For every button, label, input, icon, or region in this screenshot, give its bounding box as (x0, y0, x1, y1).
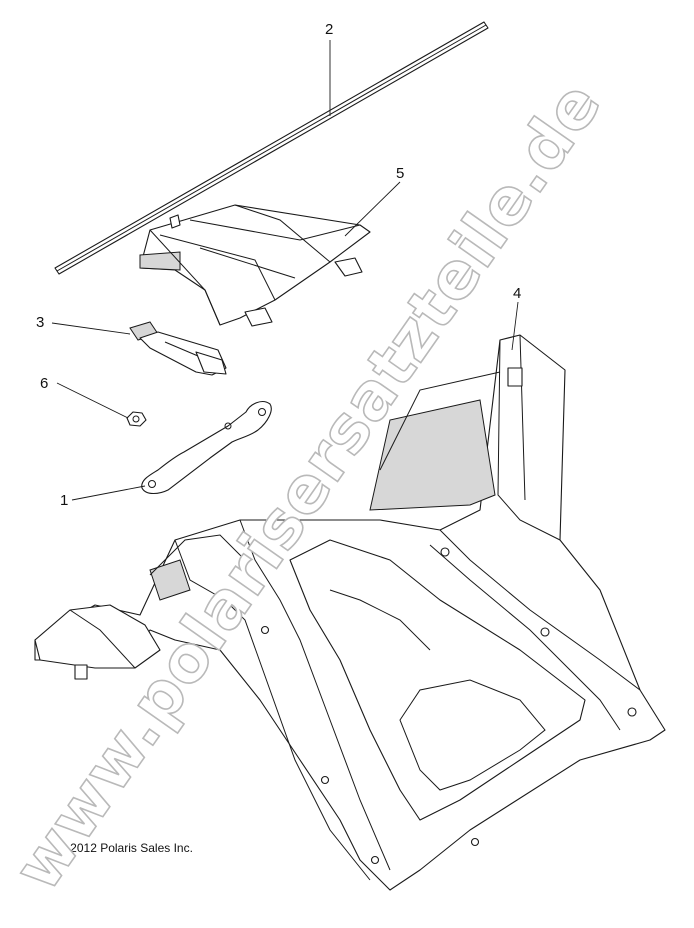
callout-1: 1 (60, 492, 68, 509)
callout-6: 6 (40, 375, 48, 392)
part-1-bracket[interactable] (141, 401, 272, 495)
callout-2: 2 (325, 21, 333, 38)
leader-lines (51, 40, 519, 501)
part-2-trim-strip[interactable] (54, 21, 489, 275)
callout-3: 3 (36, 314, 44, 331)
part-6-nut[interactable] (126, 411, 147, 427)
callout-4: 4 (513, 285, 521, 302)
part-4-floor-body[interactable] (34, 334, 666, 891)
part-3-strap[interactable] (129, 321, 227, 376)
part-5-cover-panel[interactable] (139, 204, 371, 327)
callout-5: 5 (396, 165, 404, 182)
copyright-notice: © 2012 Polaris Sales Inc. (58, 841, 193, 855)
